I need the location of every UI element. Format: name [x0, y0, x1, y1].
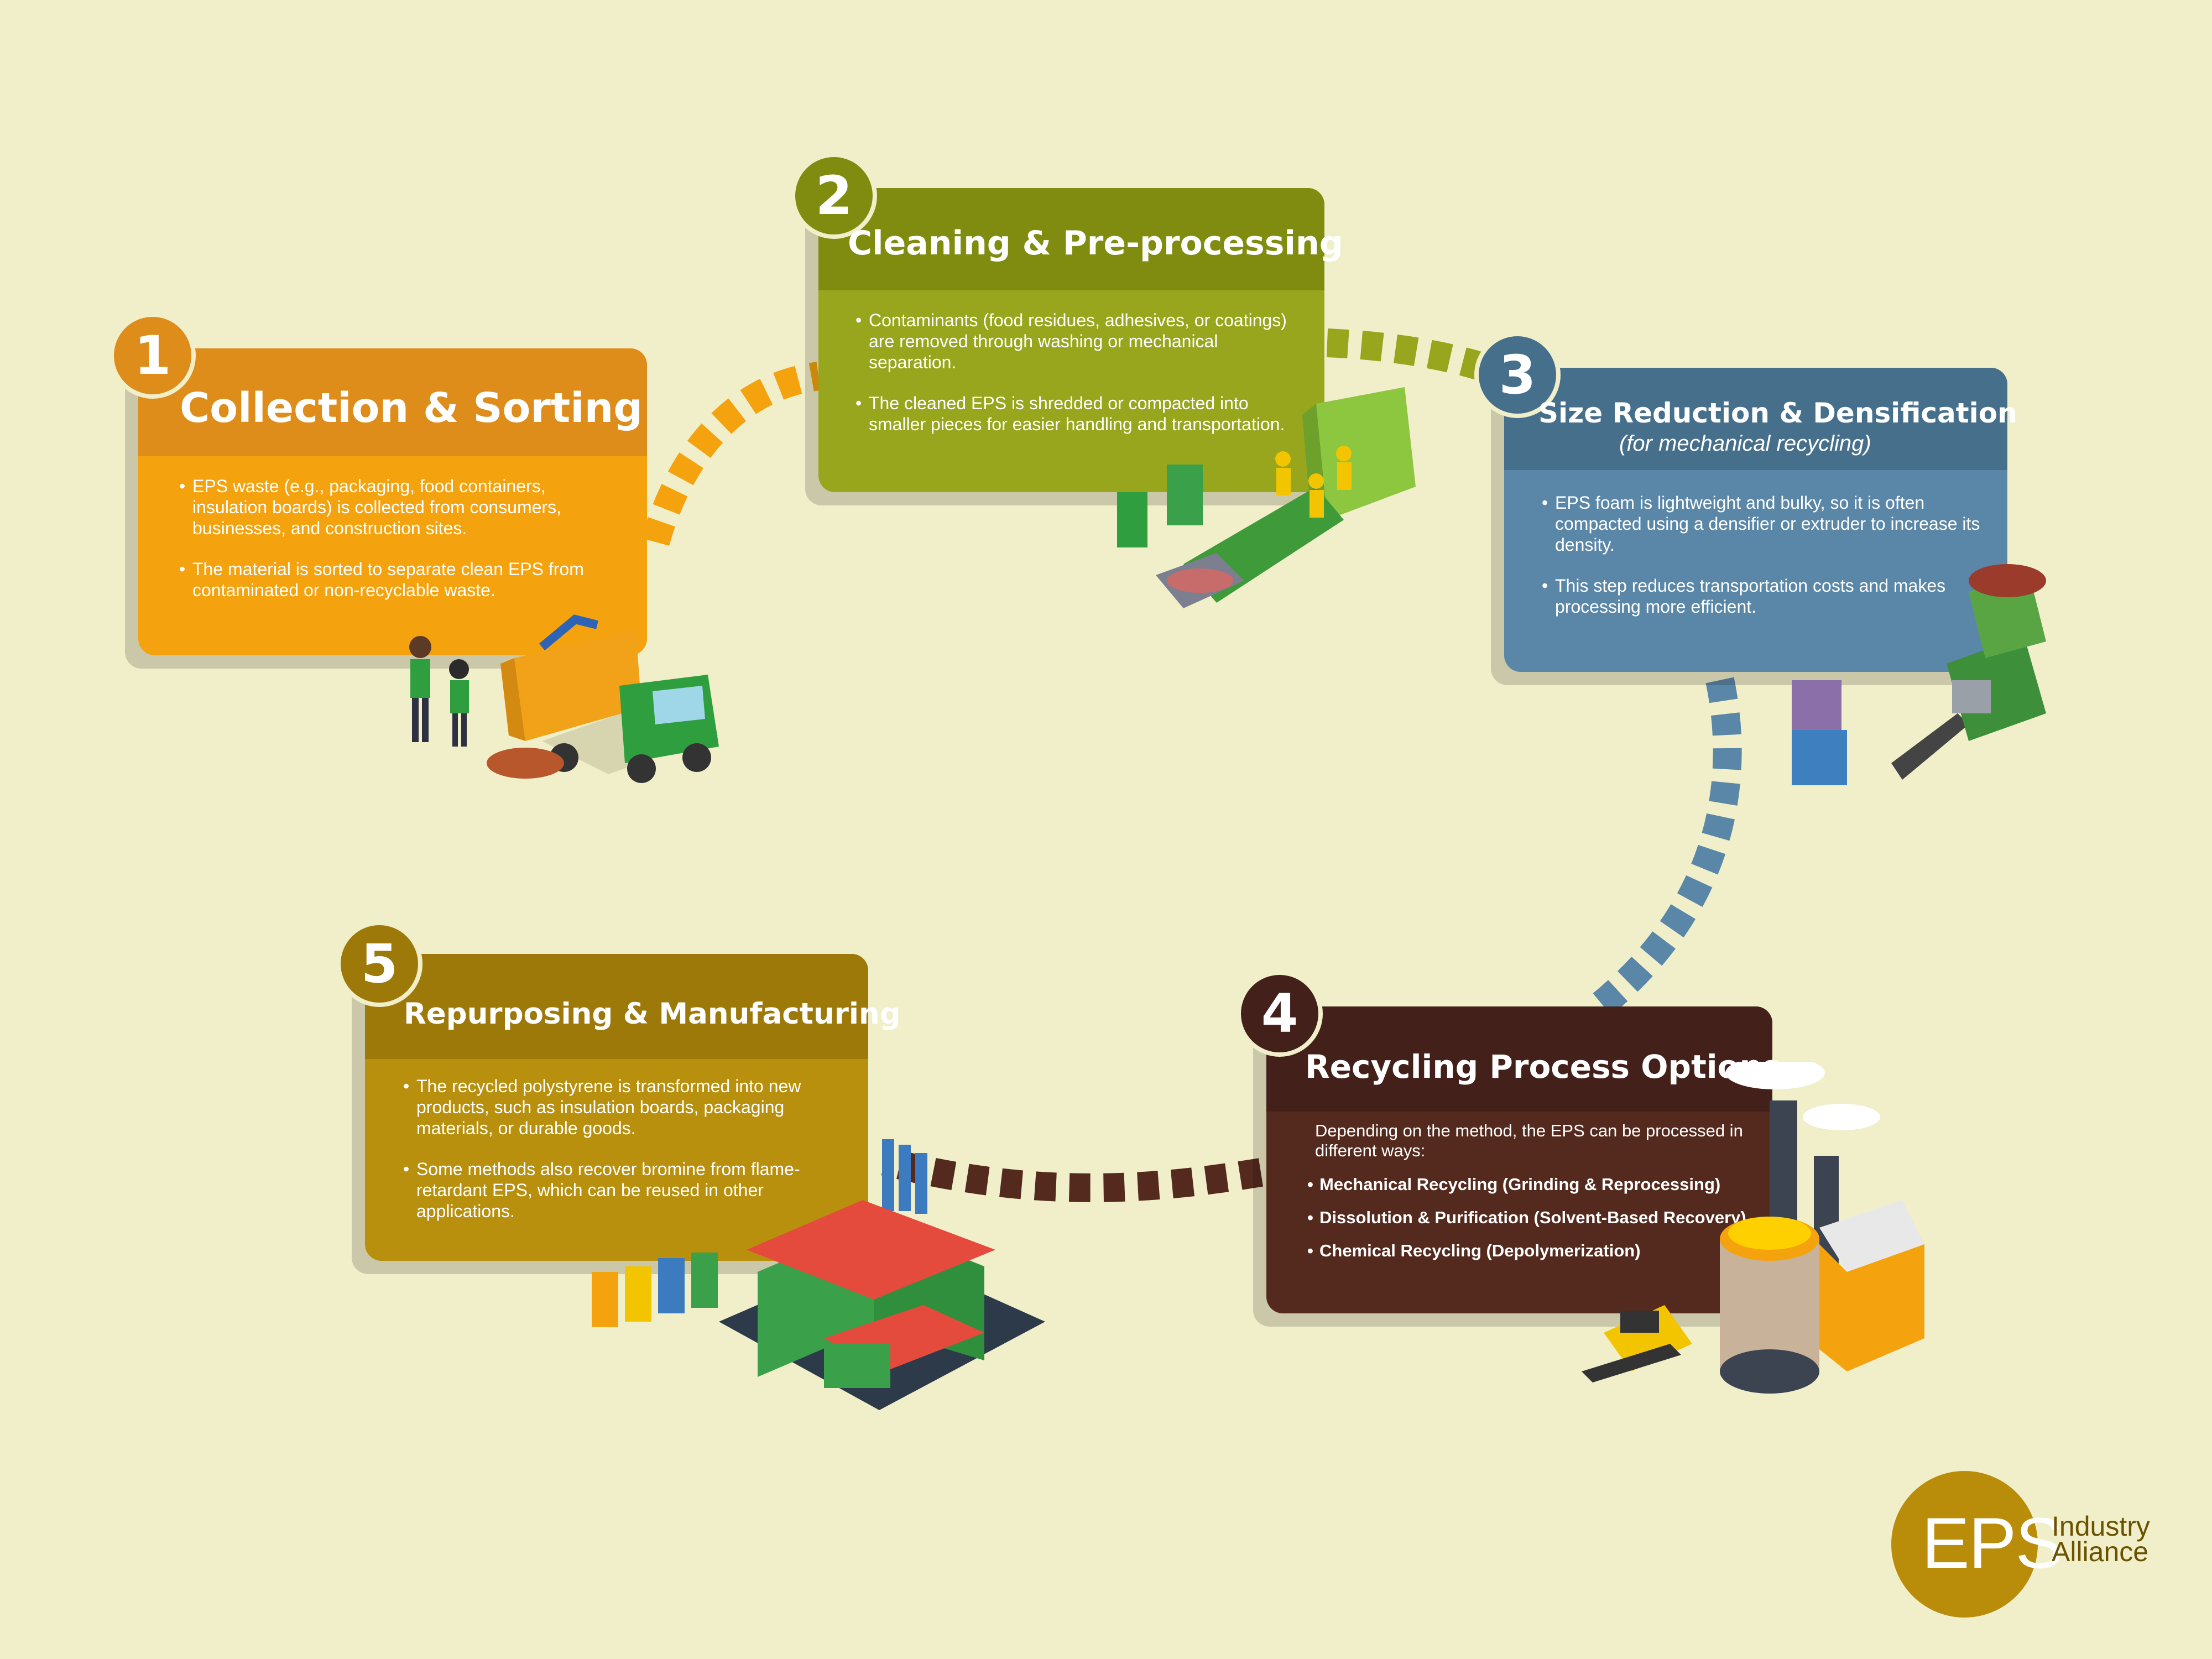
step-2-bullet: The cleaned EPS is shredded or compacted…: [854, 393, 1302, 435]
step-4-header: [1266, 1006, 1772, 1112]
step-1-bullet: EPS waste (e.g., packaging, food contain…: [178, 476, 620, 539]
step-4-option: Chemical Recycling (Depolymerization): [1307, 1241, 1750, 1261]
connector-4-5: [881, 1147, 1264, 1202]
step-5-bullet: Some methods also recover bromine from f…: [402, 1159, 844, 1222]
step-2-title: Cleaning & Pre-processing: [848, 224, 1343, 263]
step-3-header: [1504, 368, 2007, 470]
step-2-bullets: Contaminants (food residues, adhesives, …: [854, 310, 1302, 455]
step-4-intro: Depending on the method, the EPS can be …: [1315, 1121, 1743, 1160]
step-2-header: [818, 188, 1324, 290]
connector-1-2: [641, 362, 821, 546]
recycling-plant-illustration: [1582, 1062, 1924, 1394]
connector-2-3: [1326, 328, 1498, 384]
step-5-header: [365, 954, 868, 1059]
logo-line-1: Industry: [2052, 1511, 2150, 1542]
step-5-number-badge: 5: [336, 921, 422, 1007]
step-4-option: Mechanical Recycling (Grinding & Reproce…: [1307, 1175, 1750, 1194]
densifier-machine-illustration: [1792, 564, 2046, 785]
step-4-card: [1266, 1006, 1772, 1313]
step-3-subtitle: (for mechanical recycling): [1619, 431, 1871, 456]
step-3-bullet: This step reduces transportation costs a…: [1541, 575, 1983, 617]
step-4-number-badge: 4: [1237, 971, 1323, 1057]
step-4-options: Mechanical Recycling (Grinding & Reproce…: [1307, 1175, 1750, 1275]
step-3-bullets: EPS foam is lightweight and bulky, so it…: [1541, 492, 1983, 637]
step-1-title: Collection & Sorting: [180, 384, 643, 432]
logo-mark: EPS: [1922, 1503, 2063, 1583]
logo-line-2: Alliance: [2052, 1536, 2149, 1567]
step-3-title: Size Reduction & Densification: [1538, 397, 2017, 429]
step-4-option: Dissolution & Purification (Solvent-Base…: [1307, 1208, 1750, 1228]
workers-and-dump-truck-illustration: [409, 614, 719, 783]
step-1-header: [138, 348, 647, 456]
step-2-bullet: Contaminants (food residues, adhesives, …: [854, 310, 1302, 373]
sorting-conveyor-illustration: [1117, 387, 1416, 608]
step-5-title: Repurposing & Manufacturing: [404, 997, 901, 1031]
step-4-title: Recycling Process Options: [1305, 1048, 1782, 1086]
step-5-bullets: The recycled polystyrene is transformed …: [402, 1076, 844, 1241]
connector-3-4: [1583, 677, 1742, 1024]
eps-industry-alliance-logo: EPS Industry Alliance: [1891, 1468, 2179, 1618]
factory-and-bins-illustration: [592, 1139, 1045, 1410]
step-5-bullet: The recycled polystyrene is transformed …: [402, 1076, 844, 1139]
step-3-number-badge: 3: [1474, 332, 1561, 418]
step-1-bullets: EPS waste (e.g., packaging, food contain…: [178, 476, 620, 620]
step-2-number-badge: 2: [791, 153, 877, 239]
step-3-bullet: EPS foam is lightweight and bulky, so it…: [1541, 492, 1983, 555]
step-1-bullet: The material is sorted to separate clean…: [178, 559, 620, 601]
step-1-number-badge: 1: [109, 312, 196, 399]
logo-circle: [1891, 1471, 2038, 1618]
